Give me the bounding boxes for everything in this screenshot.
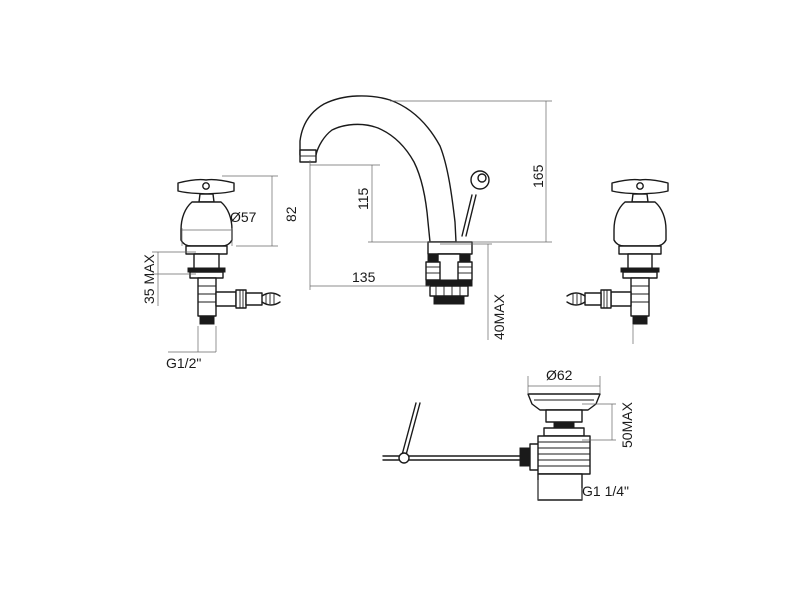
right-tap-hose xyxy=(584,292,602,306)
left-tap-base xyxy=(185,245,228,255)
left-tap-body xyxy=(180,201,233,247)
left-tap-tail xyxy=(197,277,217,317)
pop-up-waste xyxy=(382,393,601,501)
label-spout-reach: 135 xyxy=(352,269,376,285)
left-tap-connector xyxy=(215,291,237,307)
waste-flange xyxy=(527,393,601,411)
label-tap-thread-max: 35 MAX xyxy=(141,254,157,304)
right-tap-tail xyxy=(630,277,650,317)
label-spout-total-height: 165 xyxy=(530,164,546,188)
label-waste-diameter: Ø62 xyxy=(546,367,573,383)
right-tap xyxy=(566,178,669,344)
left-tap-handle-screw xyxy=(202,182,210,190)
left-tap xyxy=(177,178,281,325)
left-tap-dimensions xyxy=(152,175,278,353)
spout-arch xyxy=(299,95,457,243)
right-tap-body xyxy=(613,201,667,247)
waste-dimensions xyxy=(527,376,616,500)
waste-knurl xyxy=(538,441,590,467)
waste-linkage-clip xyxy=(398,452,410,464)
right-tap-handle-screw xyxy=(636,182,644,190)
spout-dimensions xyxy=(309,100,552,340)
label-tap-diameter: Ø57 xyxy=(230,209,257,225)
label-tap-connection: G1/2" xyxy=(166,355,201,371)
label-spout-mount-max: 40MAX xyxy=(491,293,507,340)
label-waste-thread: G1 1/4" xyxy=(582,483,629,499)
left-tap-hose xyxy=(245,292,263,306)
waste-tail xyxy=(537,473,583,501)
spout-nut xyxy=(425,279,473,287)
left-tap-neck xyxy=(198,193,215,203)
right-tap-connector xyxy=(610,291,632,307)
waste-lift-rod xyxy=(401,402,417,456)
label-waste-max: 50MAX xyxy=(619,401,635,448)
label-spout-inner-height: 115 xyxy=(355,187,371,210)
right-tap-neck xyxy=(631,193,649,203)
label-tap-height: 82 xyxy=(283,206,299,222)
pop-up-rod xyxy=(461,194,473,237)
right-tap-base xyxy=(618,245,662,255)
spout xyxy=(299,95,490,305)
